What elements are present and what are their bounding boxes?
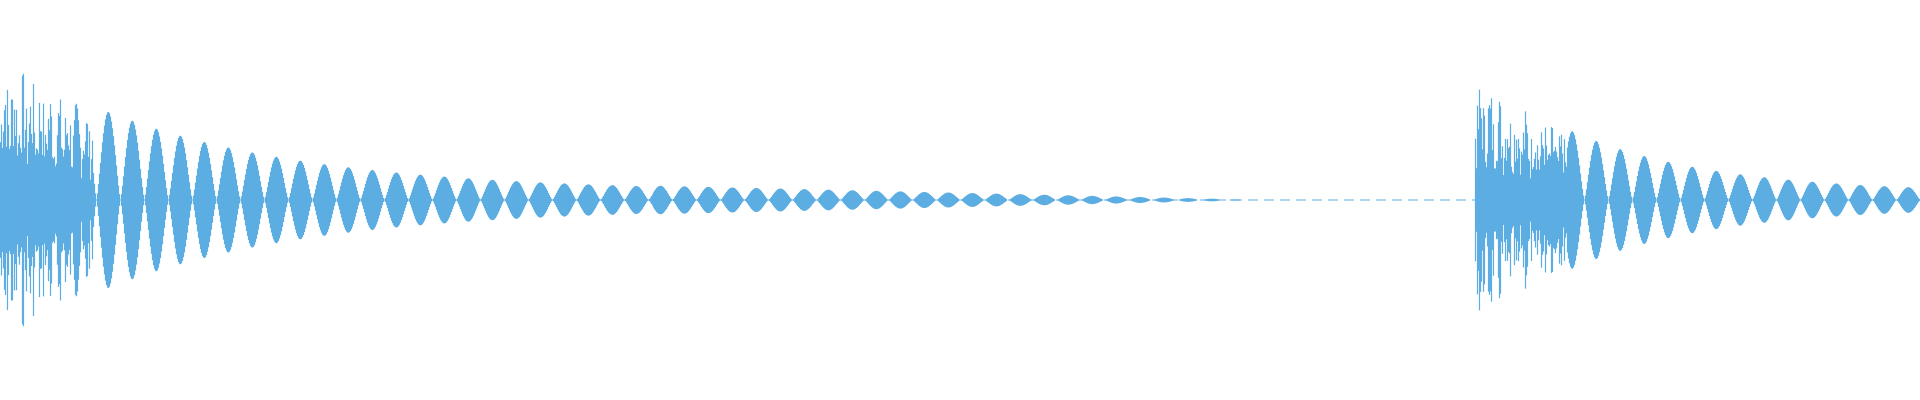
waveform-samples bbox=[0, 73, 1920, 327]
